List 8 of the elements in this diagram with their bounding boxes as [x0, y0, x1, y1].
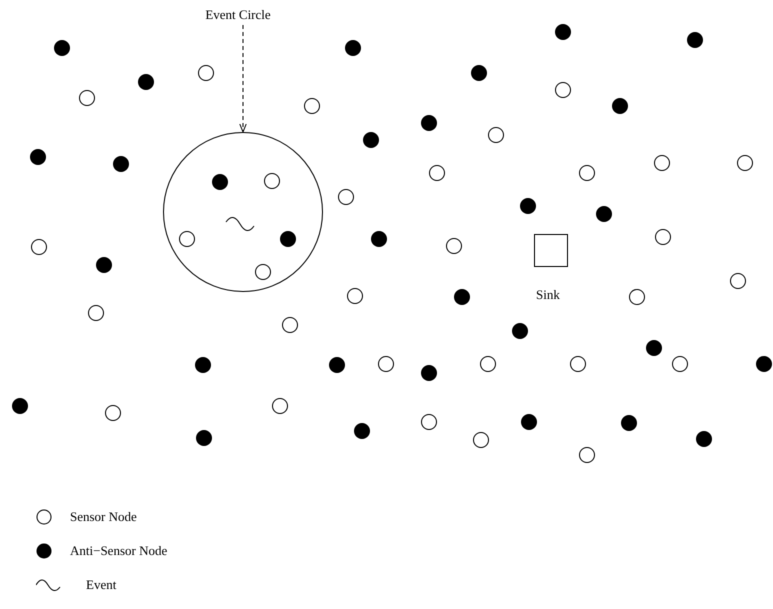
sink-box: [534, 234, 568, 267]
legend-text: Event: [86, 576, 116, 594]
arrow: [239, 24, 247, 132]
legend-text: Anti−Sensor Node: [70, 542, 168, 560]
event-circle: [163, 132, 323, 292]
sink-label: Sink: [536, 286, 560, 304]
legend-text: Sensor Node: [70, 508, 137, 526]
callout-text: Event Circle: [205, 6, 271, 24]
